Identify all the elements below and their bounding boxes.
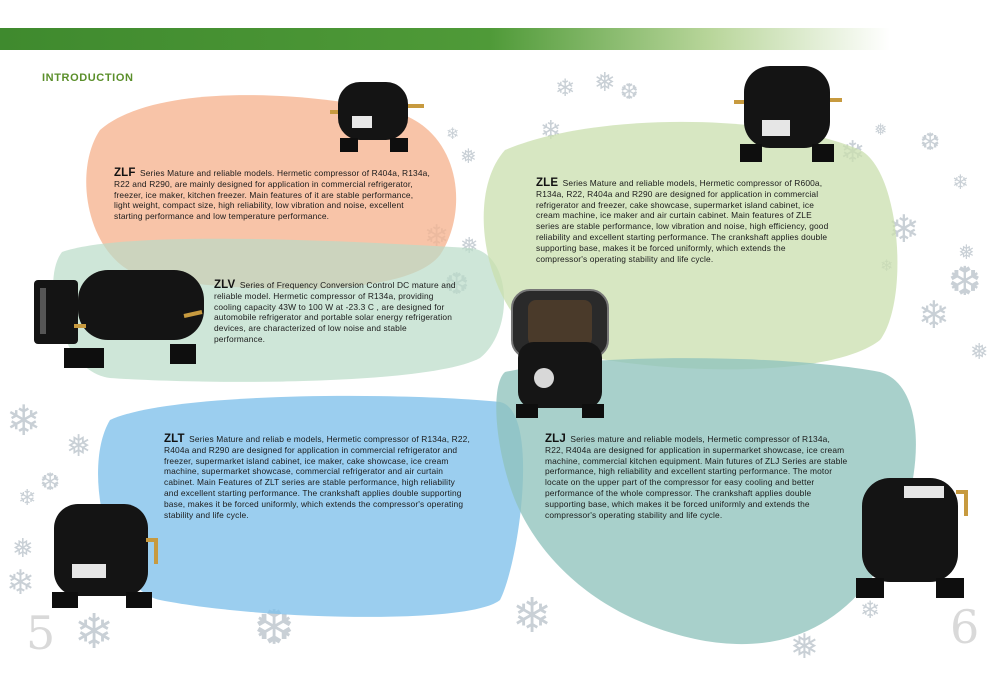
- snowflake-icon: ❅: [970, 340, 989, 365]
- zlj-text: Series mature and reliable models, Herme…: [545, 434, 848, 520]
- snowflake-icon: ❆: [620, 80, 639, 105]
- snowflake-icon: ❄: [512, 588, 553, 644]
- zlt-text: Series Mature and reliab e models, Herme…: [164, 434, 470, 520]
- snowflake-icon: ❆: [40, 468, 61, 496]
- compressor-zlj-image: [856, 478, 968, 598]
- compressor-zlt-image: [52, 504, 158, 608]
- zlv-description: ZLV Series of Frequency Conversion Contr…: [214, 279, 460, 345]
- section-title: INTRODUCTION: [42, 72, 134, 84]
- snowflake-icon: ❅: [594, 68, 616, 98]
- snowflake-icon: ❄: [6, 563, 35, 603]
- zlt-description: ZLT Series Mature and reliab e models, H…: [164, 433, 470, 520]
- snowflake-icon: ❄: [18, 486, 37, 511]
- snowflake-icon: ❅: [66, 429, 92, 464]
- snowflake-icon: ❆: [920, 128, 941, 156]
- zlv-text: Series of Frequency Conversion Control D…: [214, 280, 456, 344]
- snowflake-icon: ❅: [460, 144, 477, 168]
- header-bar: [0, 28, 890, 50]
- snowflake-icon: ❅: [958, 240, 975, 264]
- zle-code: ZLE: [536, 177, 559, 189]
- snowflake-icon: ❄: [860, 596, 881, 624]
- page-number-left: 5: [26, 606, 56, 660]
- snowflake-icon: ❅: [874, 120, 888, 139]
- zlv-code: ZLV: [214, 279, 236, 291]
- compressor-zle-image: [734, 66, 842, 162]
- snowflake-icon: ❄: [555, 74, 576, 102]
- zlf-code: ZLF: [114, 167, 136, 179]
- zlf-description: ZLF Series Mature and reliable models. H…: [114, 167, 430, 222]
- zle-description: ZLE Series Mature and reliable models, H…: [536, 177, 834, 264]
- snowflake-icon: ❄: [6, 396, 42, 445]
- compressor-zlv-image: [34, 270, 204, 368]
- zlf-text: Series Mature and reliable models. Herme…: [114, 168, 430, 222]
- snowflake-icon: ❄: [74, 604, 115, 660]
- snowflake-icon: ❄: [952, 170, 969, 194]
- zlj-code: ZLJ: [545, 433, 566, 445]
- snowflake-icon: ❆: [948, 259, 982, 305]
- page-number-right: 6: [950, 600, 980, 654]
- compressor-zlf-image: [330, 82, 424, 152]
- zle-text: Series Mature and reliable models, Herme…: [536, 178, 829, 264]
- snowflake-icon: ❄: [446, 124, 460, 143]
- snowflake-icon: ❄: [918, 293, 950, 337]
- compressor-center-image: [511, 289, 609, 418]
- snowflake-icon: ❅: [12, 534, 34, 564]
- zlt-code: ZLT: [164, 433, 185, 445]
- zlj-description: ZLJ Series mature and reliable models, H…: [545, 433, 849, 520]
